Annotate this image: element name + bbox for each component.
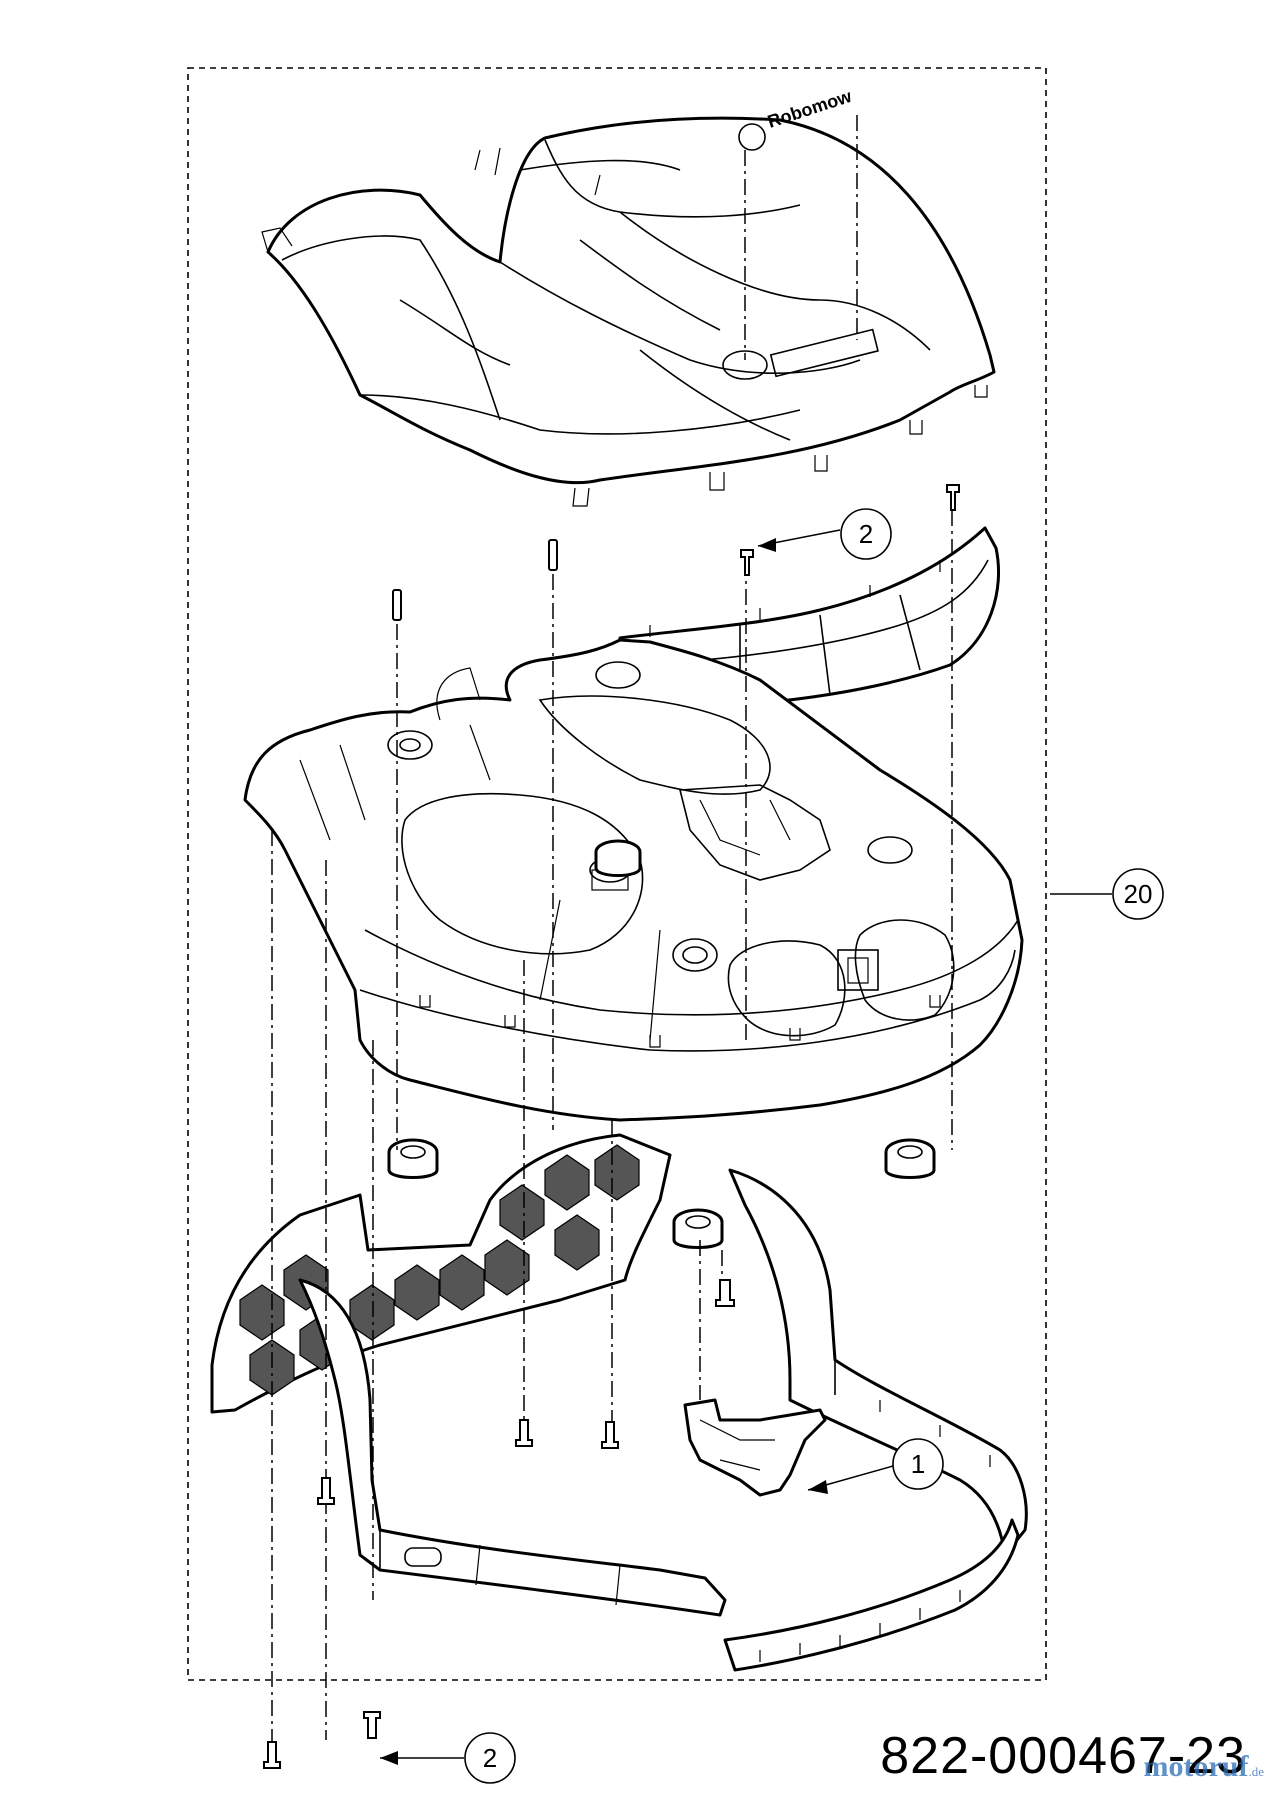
assembly-axes <box>271 115 953 1760</box>
svg-text:2: 2 <box>859 519 873 549</box>
chassis-body <box>243 638 1024 1122</box>
callout-balloon-2-top: 2 <box>840 508 892 560</box>
watermark: motoruf.de <box>1143 1750 1264 1784</box>
callouts: 2 20 1 2 <box>380 508 1164 1784</box>
callout-balloon-1: 1 <box>892 1438 944 1490</box>
fasteners <box>263 484 960 1769</box>
bumper-frame <box>298 1168 1028 1672</box>
part-number: 822-000467-23 <box>880 1727 1246 1785</box>
rubber-bushings <box>387 839 936 1249</box>
callout-balloon-20: 20 <box>1112 868 1164 920</box>
watermark-text: motoruf <box>1143 1750 1249 1783</box>
svg-text:2: 2 <box>483 1743 497 1773</box>
inner-honeycomb-shell <box>210 1133 672 1414</box>
svg-text:1: 1 <box>911 1449 925 1479</box>
top-cover: Robomow <box>261 86 996 507</box>
svg-text:20: 20 <box>1124 879 1153 909</box>
brand-logo-text: Robomow <box>765 86 855 132</box>
callout-balloon-2-bottom: 2 <box>464 1732 516 1784</box>
assembly-frame <box>187 67 1047 1681</box>
watermark-suffix: .de <box>1248 1764 1264 1779</box>
